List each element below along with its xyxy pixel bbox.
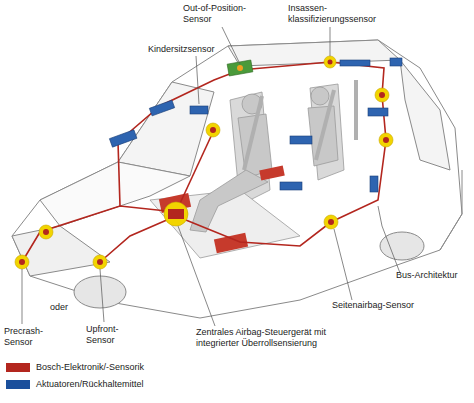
leader-line xyxy=(378,206,400,273)
sensor-ring xyxy=(39,225,53,239)
sensor-core xyxy=(19,259,25,265)
sensor-core xyxy=(379,92,385,98)
leader-line xyxy=(222,27,240,64)
side-airbag xyxy=(368,108,388,116)
rear-edge xyxy=(440,170,462,250)
occupant-legs xyxy=(190,170,268,232)
sensor-core xyxy=(328,219,334,225)
front-bumper xyxy=(12,226,110,276)
sensor-core xyxy=(383,137,389,143)
seatbelt xyxy=(244,96,262,170)
leader-line xyxy=(330,27,331,56)
side-airbag xyxy=(280,182,302,190)
front-wheel xyxy=(74,276,126,308)
airbag-module xyxy=(190,106,208,114)
wire xyxy=(100,216,176,262)
airbag-module xyxy=(149,100,174,116)
callout-label: Kindersitzsensor xyxy=(148,44,238,55)
callout-label: oder xyxy=(50,302,80,313)
ecu-ring xyxy=(164,202,188,226)
curtain-airbag xyxy=(340,60,370,66)
sensor-ring xyxy=(375,88,389,102)
seatbelts xyxy=(244,80,356,170)
legend-text: Aktuatoren/Rückhaltemittel xyxy=(36,379,144,389)
body-outline xyxy=(12,40,462,318)
leader-line xyxy=(178,226,215,326)
car-body xyxy=(12,40,462,318)
interior xyxy=(150,84,344,258)
wire xyxy=(176,95,386,246)
callout-label: Insassen- klassifizierungssensor xyxy=(288,3,400,24)
oop-sensor-lens xyxy=(237,65,243,71)
leader-line xyxy=(22,269,23,324)
wiring xyxy=(22,62,386,262)
seatbelt xyxy=(316,90,334,160)
actuators xyxy=(109,58,402,192)
curtain-airbag xyxy=(390,58,402,66)
wire xyxy=(22,206,176,262)
leader-lines xyxy=(22,27,400,326)
legend-row: Bosch-Elektronik/-Sensorik xyxy=(6,362,144,372)
legend-text: Bosch-Elektronik/-Sensorik xyxy=(36,362,144,372)
sensor-core xyxy=(328,60,333,65)
airbag-module xyxy=(290,136,312,144)
sensor-ring xyxy=(93,255,107,269)
occupancy-mats xyxy=(159,166,285,254)
hood xyxy=(40,162,190,226)
callout-label: Seitenairbag-Sensor xyxy=(332,300,442,311)
callout-label: Zentrales Airbag-Steuergerät mit integri… xyxy=(196,327,368,348)
leader-line xyxy=(100,269,104,322)
sensor-core xyxy=(210,127,216,133)
sensor-ring xyxy=(324,56,336,68)
wire xyxy=(118,62,384,206)
legend-swatch xyxy=(6,380,30,389)
callout-label: Upfront- Sensor xyxy=(86,324,132,345)
legend-row: Aktuatoren/Rückhaltemittel xyxy=(6,379,144,389)
sensor-core xyxy=(97,259,103,265)
leader-line xyxy=(334,229,352,300)
belt-tensioner xyxy=(370,176,378,192)
leader-line xyxy=(196,56,199,104)
rear-wheel xyxy=(380,232,424,260)
legend-swatch xyxy=(6,363,30,372)
oop-sensor-module xyxy=(227,60,253,76)
callout-label: Out-of-Position- Sensor xyxy=(183,3,263,24)
rear-window xyxy=(400,60,450,170)
airbag-module xyxy=(109,130,137,147)
wire xyxy=(176,132,213,212)
sensor-ring xyxy=(324,215,338,229)
seatbelt xyxy=(354,80,358,140)
callout-label: Bus-Architektur xyxy=(396,270,472,281)
occupant-head xyxy=(311,87,329,105)
sensor-core xyxy=(43,229,49,235)
callout-label: Precrash- Sensor xyxy=(4,326,50,347)
sensor-ring xyxy=(15,255,29,269)
roof xyxy=(228,40,400,66)
sensor-ring xyxy=(379,133,393,147)
sensor-ring xyxy=(206,123,220,137)
ecu-unit xyxy=(168,209,184,219)
mat xyxy=(259,166,285,181)
